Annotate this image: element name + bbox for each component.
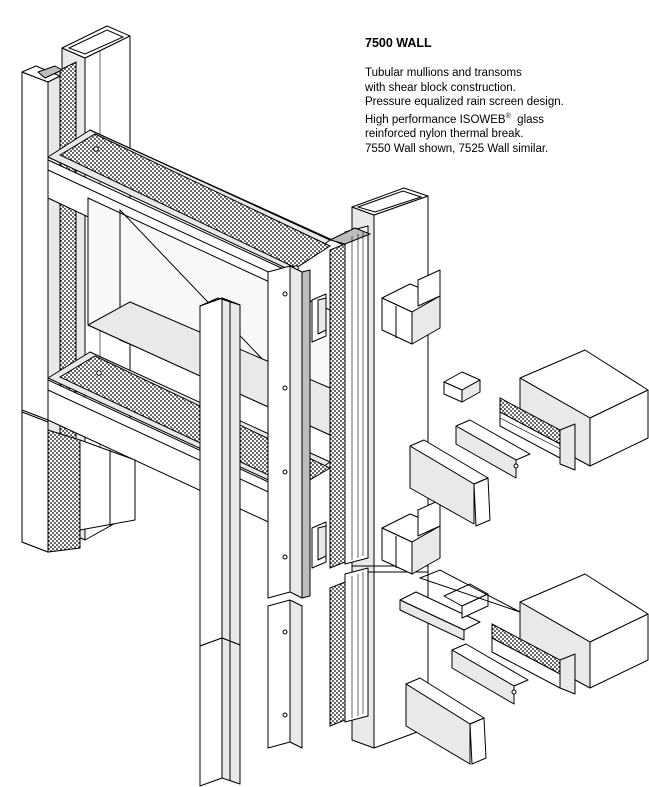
caption-line-4-text: High performance ISOWEB — [365, 113, 506, 126]
shear-block-upper — [381, 269, 441, 345]
horizontal-pressure-plate-upper — [455, 419, 531, 479]
horizontal-transom-lower — [399, 569, 521, 641]
registered-mark: ® — [505, 112, 511, 120]
caption-line-1: Tubular mullions and transoms — [365, 67, 522, 79]
pressure-bar-lower — [267, 599, 303, 749]
diagram-title: 7500 WALL — [365, 36, 432, 50]
caption-line-2: with shear block construction. — [365, 81, 516, 94]
snap-cover-upper — [199, 297, 241, 647]
horizontal-cover-upper — [409, 439, 491, 527]
transom-section-lower — [491, 573, 649, 695]
horizontal-pressure-plate-lower — [451, 643, 529, 705]
shear-block-lower — [381, 499, 441, 575]
gasket-clip-lower — [311, 521, 327, 569]
transom-section-upper — [499, 349, 649, 471]
caption-block: 7500 WALL Tubular mullions and transoms … — [365, 36, 645, 156]
left-lower-section — [21, 411, 136, 553]
caption-line-3: Pressure equalized rain screen design. — [365, 96, 564, 109]
gasket-clip-upper — [311, 293, 327, 343]
center-pressure-plate — [329, 225, 371, 727]
caption-line-5: reinforced nylon thermal break. — [365, 128, 524, 141]
caption-line-4-suffix: glass — [517, 113, 545, 126]
horizontal-cover-lower — [405, 677, 487, 765]
snap-cover-lower — [199, 637, 241, 787]
pressure-bar-upper — [267, 265, 311, 599]
caption-line-6: 7550 Wall shown, 7525 Wall similar. — [365, 142, 549, 155]
caption-line-4: High performance ISOWEB® glass — [365, 110, 645, 127]
setting-block — [443, 371, 481, 403]
